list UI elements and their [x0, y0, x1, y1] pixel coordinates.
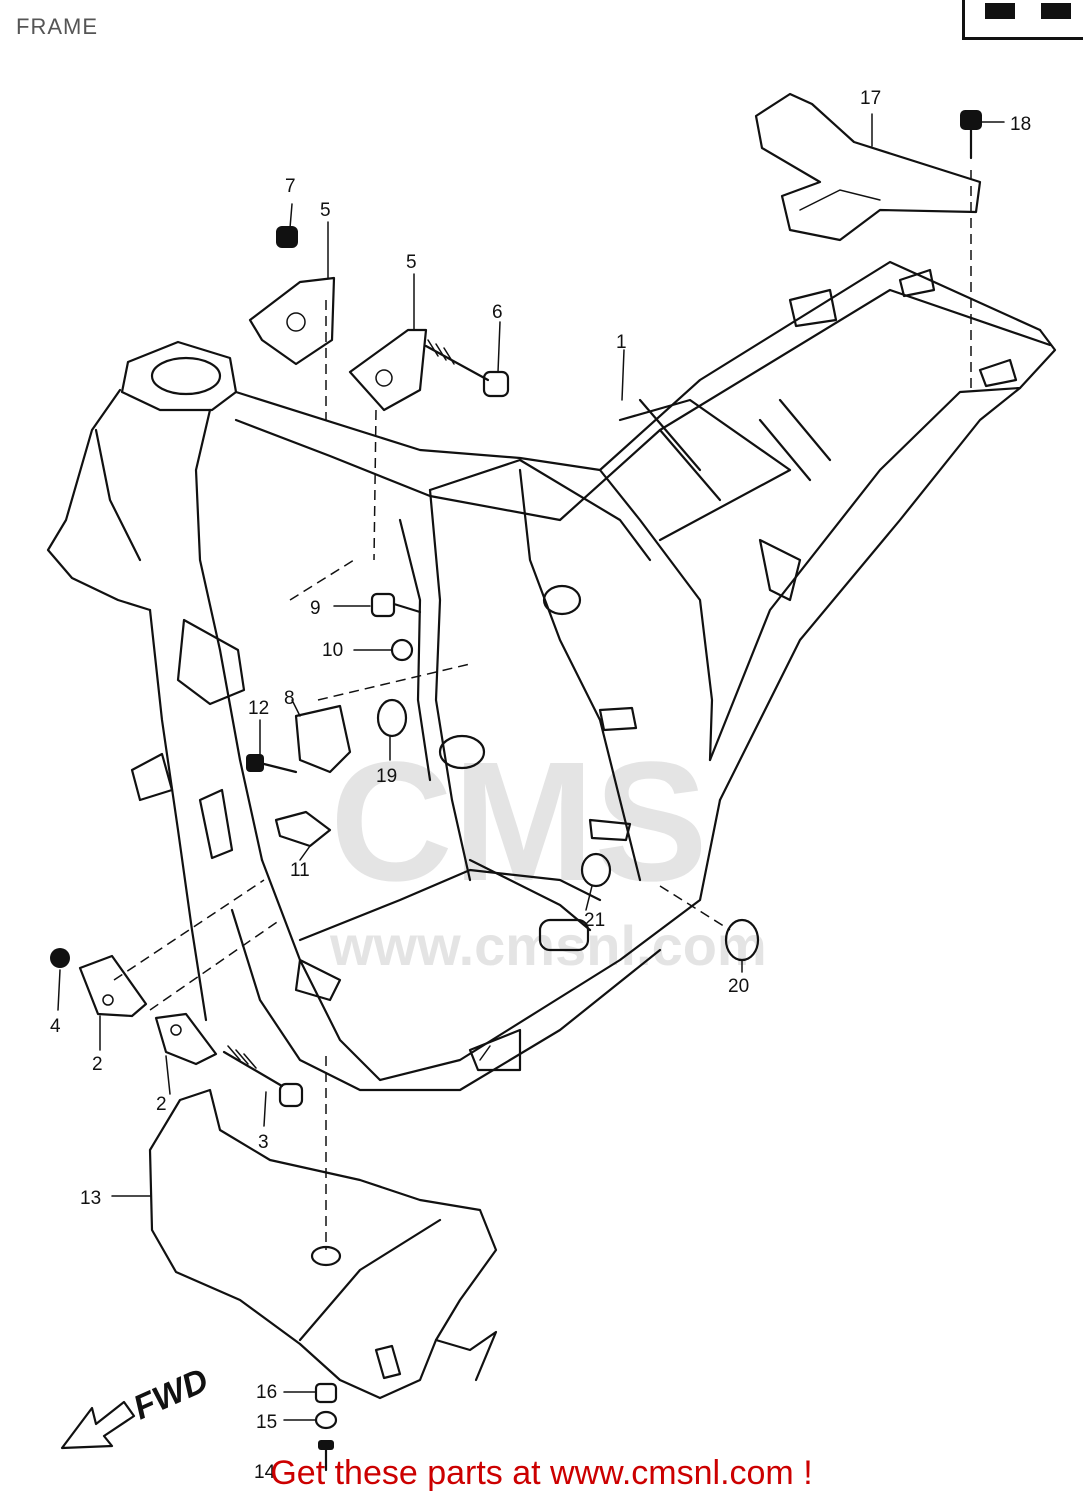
watermark: CMS www.cmsnl.com [329, 727, 767, 977]
washer-15 [314, 1410, 338, 1430]
callout-9: 9 [310, 598, 321, 619]
mount-bolt-6 [424, 339, 510, 398]
callout-1: 1 [616, 332, 627, 353]
callout-5: 5 [406, 252, 417, 273]
leader-lines [57, 113, 1005, 1421]
main-frame [46, 260, 1057, 1092]
watermark-url: www.cmsnl.com [329, 914, 767, 977]
callout-17: 17 [860, 88, 881, 109]
bolt-12 [246, 754, 298, 774]
nut-4 [50, 948, 70, 968]
clamp-11 [274, 810, 332, 848]
callout-20: 20 [728, 976, 749, 997]
callout-8: 8 [284, 688, 295, 709]
corner-block [1041, 3, 1071, 19]
under-cover-13 [148, 1088, 498, 1400]
bolt-18 [960, 110, 982, 160]
callout-5: 5 [320, 200, 331, 221]
bracket-8 [294, 704, 352, 774]
callout-labels: 1 2 2 3 4 5 5 6 7 8 9 10 11 12 13 14 15 … [50, 88, 1031, 1483]
nut-7 [276, 226, 298, 248]
corner-reference-box [962, 0, 1083, 40]
callout-16: 16 [256, 1382, 277, 1403]
cap-21 [580, 852, 612, 888]
forward-arrow-icon [60, 1400, 136, 1450]
callout-3: 3 [258, 1132, 269, 1153]
page-title: FRAME [16, 14, 98, 39]
watermark-logo: CMS [330, 727, 708, 917]
grommet-19 [376, 698, 408, 738]
rear-bracket-17 [754, 92, 982, 242]
engine-mount-plate-lower [78, 954, 218, 1066]
callout-2: 2 [92, 1054, 103, 1075]
engine-mount-plate-upper [248, 276, 428, 412]
promo-link[interactable]: Get these parts at www.cmsnl.com ! [270, 1454, 813, 1492]
callout-10: 10 [322, 640, 343, 661]
callout-14: 14 [254, 1462, 276, 1483]
collar-16 [314, 1382, 338, 1404]
bolt-9 [370, 592, 422, 618]
callout-11: 11 [290, 860, 310, 881]
fwd-label: FWD [128, 1361, 214, 1427]
callout-18: 18 [1010, 114, 1031, 135]
washer-10 [390, 638, 414, 662]
callout-13: 13 [80, 1188, 101, 1209]
callout-12: 12 [248, 698, 269, 719]
callout-7: 7 [285, 176, 296, 197]
callout-2: 2 [156, 1094, 167, 1115]
corner-block [985, 3, 1015, 19]
assembly-lines [113, 170, 972, 1250]
screw-14 [318, 1440, 334, 1472]
mount-bolt-3 [222, 1045, 304, 1108]
callout-6: 6 [492, 302, 503, 323]
callout-19: 19 [376, 766, 397, 787]
callout-21: 21 [584, 910, 605, 931]
callout-4: 4 [50, 1016, 61, 1037]
forward-direction-indicator: FWD [60, 1361, 214, 1450]
callout-15: 15 [256, 1412, 277, 1433]
